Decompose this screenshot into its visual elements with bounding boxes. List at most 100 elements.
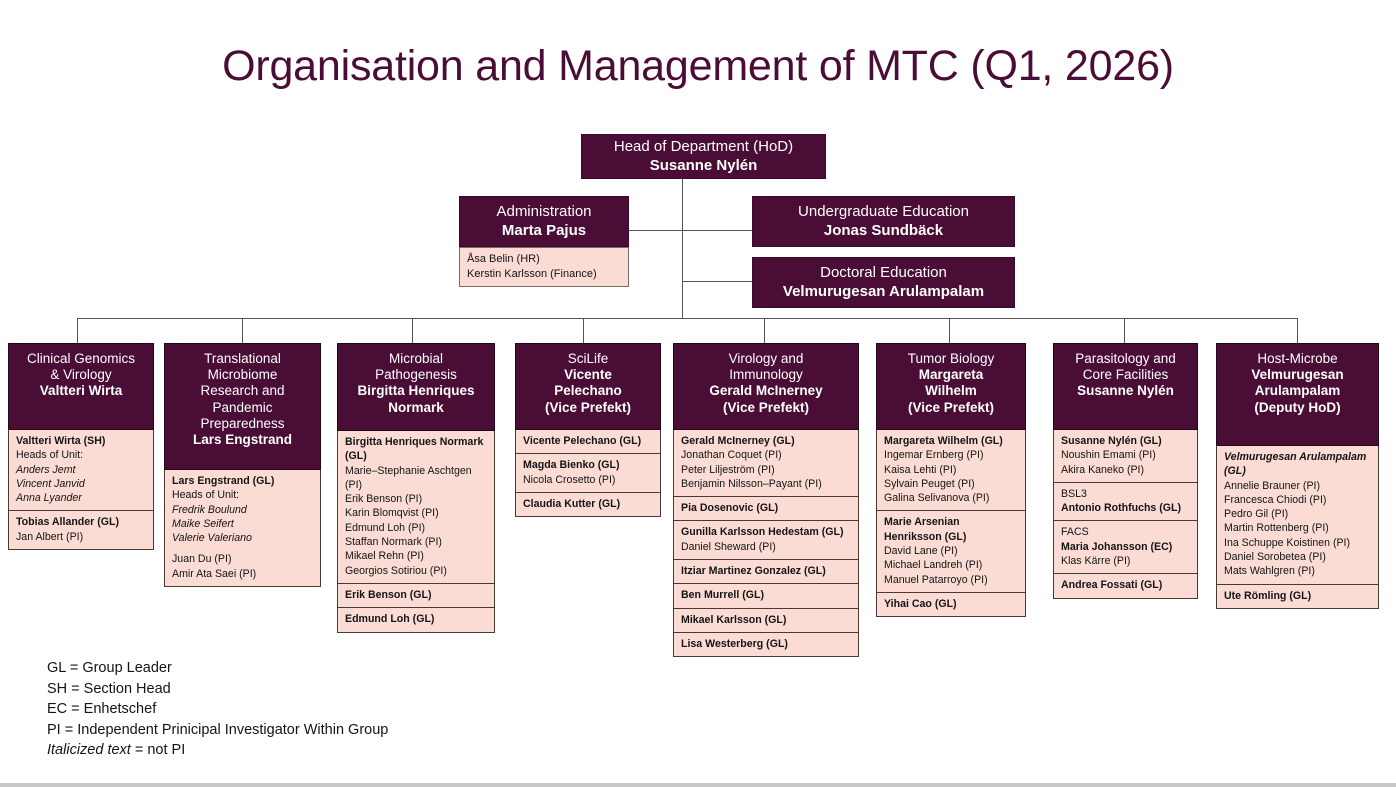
member-line: Maike Seifert — [172, 517, 234, 530]
group-block[interactable]: Magda Bienko (GL)Nicola Crosetto (PI) — [516, 454, 660, 493]
member-line: Daniel Sorobetea (PI) — [1224, 551, 1326, 564]
connector-drop-5 — [764, 318, 765, 343]
group-block[interactable]: Itziar Martinez Gonzalez (GL) — [674, 560, 858, 585]
group-block[interactable]: Ute Römling (GL) — [1217, 585, 1378, 608]
legend-item-4: Italicized text = not PI — [47, 740, 388, 761]
connector-hod-spine — [682, 179, 683, 318]
group-block[interactable]: Margareta Wilhelm (GL)Ingemar Ernberg (P… — [877, 430, 1025, 512]
legend-item-4-text: = not PI — [130, 742, 186, 759]
member-line: Erik Benson (GL) — [345, 588, 432, 601]
member-line: Lars Engstrand (GL) — [172, 475, 275, 487]
group-block[interactable]: Lars Engstrand (GL)Heads of Unit:Fredrik… — [165, 470, 320, 586]
group-block[interactable]: Lisa Westerberg (GL) — [674, 633, 858, 656]
member-line: David Lane (PI) — [884, 545, 958, 558]
group-block[interactable]: Edmund Loh (GL) — [338, 608, 494, 631]
administration-staff-0: Åsa Belin (HR) — [467, 253, 540, 265]
member-line: Mats Wahlgren (PI) — [1224, 565, 1315, 578]
unit-name: SciLife — [567, 351, 609, 366]
member-line: Akira Kaneko (PI) — [1061, 463, 1145, 476]
group-block[interactable]: Yihai Cao (GL) — [877, 593, 1025, 616]
member-line: Nicola Crosetto (PI) — [523, 473, 616, 486]
member-line: Staffan Normark (PI) — [345, 536, 442, 549]
legend: GL = Group Leader SH = Section Head EC =… — [47, 658, 388, 761]
member-line: Antonio Rothfuchs (GL) — [1061, 502, 1182, 515]
member-line: Itziar Martinez Gonzalez (GL) — [681, 565, 826, 578]
member-line: Martin Rottenberg (PI) — [1224, 522, 1329, 535]
group-block[interactable]: Gunilla Karlsson Hedestam (GL)Daniel She… — [674, 521, 858, 561]
member-line: Noushin Emami (PI) — [1061, 449, 1156, 462]
undergraduate-role: Undergraduate Education — [798, 203, 969, 221]
group-block[interactable]: Vicente Pelechano (GL) — [516, 430, 660, 455]
unit-name: Clinical Genomics& Virology — [26, 351, 136, 383]
member-line: Vicente Pelechano (GL) — [523, 435, 642, 447]
member-line: Valtteri Wirta (SH) — [16, 435, 106, 447]
group-block[interactable]: Susanne Nylén (GL)Noushin Emami (PI)Akir… — [1054, 430, 1197, 483]
unit-body: Velmurugesan Arulampalam (GL)Annelie Bra… — [1216, 446, 1379, 609]
legend-item-1: SH = Section Head — [47, 680, 171, 697]
box-undergraduate-education[interactable]: Undergraduate Education Jonas Sundbäck — [752, 196, 1015, 247]
member-line: Peter Liljeström (PI) — [681, 463, 775, 476]
box-doctoral-education[interactable]: Doctoral Education Velmurugesan Arulampa… — [752, 257, 1015, 308]
member-line: Anna Lyander — [16, 492, 82, 505]
spacer — [172, 545, 315, 552]
member-line: Annelie Brauner (PI) — [1224, 479, 1320, 492]
unit-name: Host-Microbe — [1257, 351, 1338, 366]
connector-drop-2 — [242, 318, 243, 343]
unit-body: Lars Engstrand (GL)Heads of Unit:Fredrik… — [164, 470, 321, 588]
box-head-of-department[interactable]: Head of Department (HoD) Susanne Nylén — [581, 134, 826, 179]
group-block[interactable]: Mikael Karlsson (GL) — [674, 609, 858, 633]
doctoral-role: Doctoral Education — [820, 264, 947, 282]
member-line: Fredrik Boulund — [172, 503, 247, 516]
member-line: Marie Arsenian Henriksson (GL) — [884, 516, 967, 543]
member-line: Mikael Rehn (PI) — [345, 550, 424, 563]
unit-body: Valtteri Wirta (SH) Heads of Unit:Anders … — [8, 430, 154, 551]
group-block[interactable]: Gerald McInerney (GL)Jonathan Coquet (PI… — [674, 430, 858, 498]
member-line: Yihai Cao (GL) — [884, 597, 957, 610]
member-line: Manuel Patarroyo (PI) — [884, 573, 988, 586]
member-line: Erik Benson (PI) — [345, 493, 423, 506]
group-block[interactable]: Marie Arsenian Henriksson (GL) David Lane… — [877, 511, 1025, 593]
connector-doctoral — [682, 281, 752, 282]
group-block[interactable]: Ben Murrell (GL) — [674, 584, 858, 609]
member-line: Jonathan Coquet (PI) — [681, 449, 782, 462]
group-block[interactable]: Andrea Fossati (GL) — [1054, 574, 1197, 597]
page-title: Organisation and Management of MTC (Q1, … — [222, 42, 1174, 90]
member-line: Andrea Fossati (GL) — [1061, 579, 1163, 592]
member-line: BSL3 — [1061, 487, 1087, 500]
member-line: Heads of Unit: — [16, 449, 84, 462]
administration-role: Administration — [496, 203, 592, 221]
group-block[interactable]: Valtteri Wirta (SH) Heads of Unit:Anders … — [9, 430, 153, 512]
group-block[interactable]: Claudia Kutter (GL) — [516, 493, 660, 516]
member-line: FACS — [1061, 526, 1089, 539]
member-line: Francesca Chiodi (PI) — [1224, 493, 1327, 506]
member-line: Karin Blomqvist (PI) — [345, 507, 439, 520]
box-administration[interactable]: Administration Marta Pajus — [459, 196, 629, 247]
group-block[interactable]: Erik Benson (GL) — [338, 584, 494, 609]
administration-staff-box[interactable]: Åsa Belin (HR) Kerstin Karlsson (Finance… — [459, 247, 629, 287]
unit-body: Vicente Pelechano (GL) Magda Bienko (GL)N… — [515, 430, 661, 518]
group-block[interactable]: Tobias Allander (GL)Jan Albert (PI) — [9, 511, 153, 549]
group-block[interactable]: Pia Dosenovic (GL) — [674, 497, 858, 522]
group-block[interactable]: Birgitta Henriques Normark (GL)Marie–Ste… — [338, 431, 494, 584]
member-line: Anders Jemt — [16, 463, 76, 476]
group-block[interactable]: Velmurugesan Arulampalam (GL)Annelie Bra… — [1217, 446, 1378, 585]
bottom-bar — [0, 783, 1396, 787]
member-line: Edmund Loh (PI) — [345, 521, 426, 534]
